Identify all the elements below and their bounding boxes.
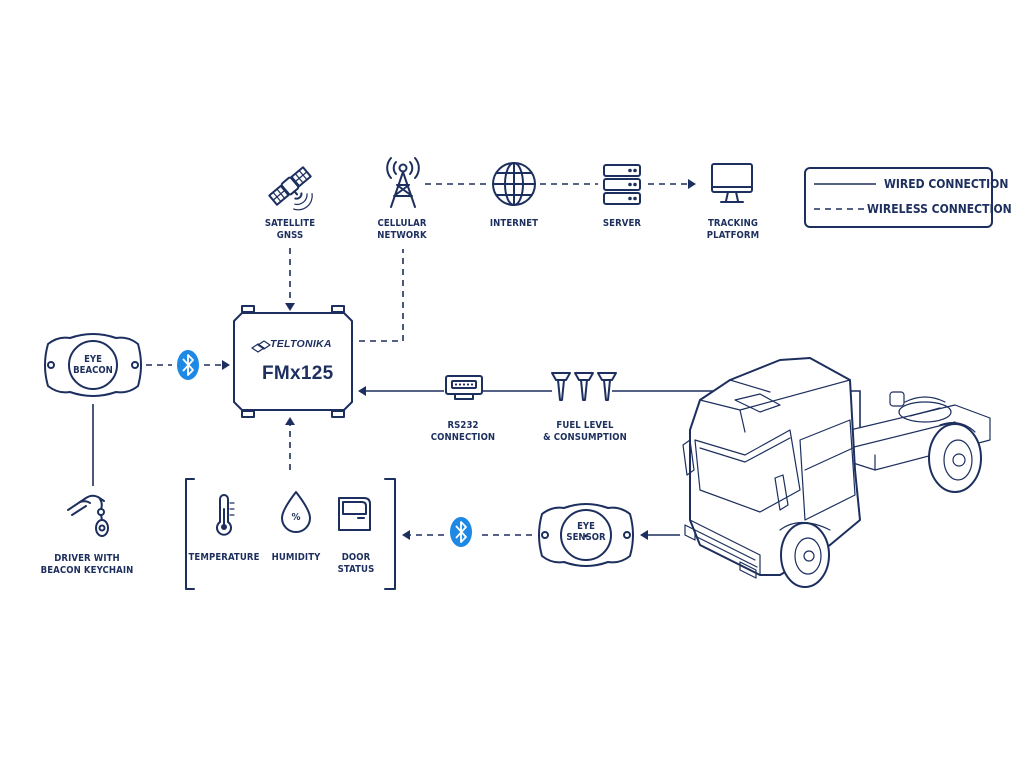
fuel-label: FUEL LEVEL & CONSUMPTION [543, 420, 627, 443]
rs232-label: RS232 CONNECTION [430, 420, 496, 443]
bluetooth-icon [450, 517, 472, 547]
satellite-arrow [285, 303, 295, 311]
eyesensor-arrow [402, 530, 410, 540]
server-icon [603, 164, 641, 205]
device-brand: TELTONIKA [270, 338, 332, 350]
truck-fuel-link [612, 390, 861, 428]
internet-label: INTERNET [489, 218, 539, 229]
cellular-network-label: CELLULAR NETWORK [377, 218, 427, 241]
globe-icon [492, 162, 536, 206]
truck-sensor-arrow [640, 530, 648, 540]
hand-keychain-icon [67, 494, 109, 537]
temperature-label: TEMPERATURE [188, 552, 260, 563]
cellular-link [359, 249, 404, 342]
door-status-label: DOOR STATUS [337, 552, 375, 575]
tracking-platform-label: TRACKING PLATFORM [706, 218, 760, 241]
sensors-arrow [285, 417, 295, 425]
eye-sensor-label: EYE SENSOR [566, 521, 606, 543]
server-label: SERVER [602, 218, 642, 229]
fuel-sensor-icon [551, 372, 617, 401]
truck-icon [682, 357, 991, 588]
legend-wireless-label: WIRELESS CONNECTION [867, 202, 1012, 216]
eye-beacon [44, 333, 142, 397]
thermometer-icon [216, 494, 235, 536]
sensors-box [185, 478, 396, 590]
rs232-icon [445, 375, 483, 400]
tracking-arrow [688, 179, 696, 189]
door-icon [338, 497, 371, 531]
legend-box [804, 167, 993, 228]
rs232-arrow [358, 386, 366, 396]
driver-keychain-label: DRIVER WITH BEACON KEYCHAIN [40, 553, 134, 576]
connection-lines [92, 179, 861, 540]
humidity-label: HUMIDITY [271, 552, 321, 563]
eye-beacon-label: EYE BEACON [73, 354, 113, 376]
eye-sensor [538, 503, 634, 567]
droplet-icon [281, 491, 311, 533]
humidity-percent-symbol: % [291, 512, 301, 523]
bluetooth-icon [177, 350, 199, 380]
satellite-gnss-label: SATELLITE GNSS [264, 218, 316, 241]
beacon-arrow [222, 360, 230, 370]
cell-tower-icon [386, 157, 420, 208]
device-fmx125 [233, 305, 353, 418]
device-model: FMx125 [262, 363, 334, 384]
satellite-icon [268, 166, 313, 211]
legend [804, 167, 993, 228]
monitor-icon [711, 163, 753, 203]
legend-wired-label: WIRED CONNECTION [884, 177, 1009, 191]
